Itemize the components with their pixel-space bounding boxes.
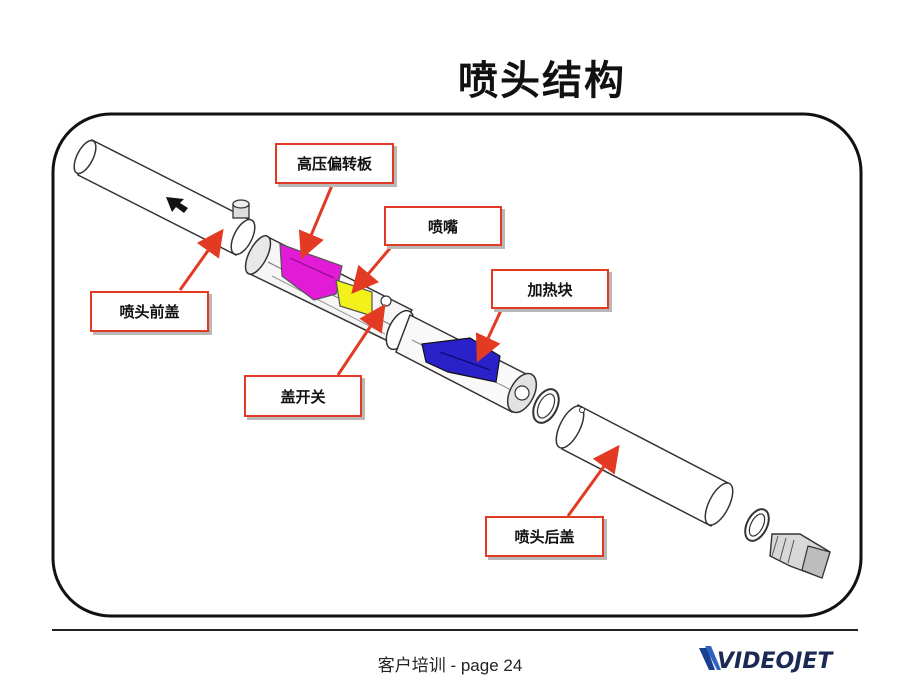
footer-text: 客户培训 - page 24 xyxy=(377,656,523,675)
conduit-fitting xyxy=(769,533,831,579)
arrow-cover-switch xyxy=(336,303,386,376)
arrow-heater xyxy=(475,305,505,363)
label-deflector-plate: 高压偏转板 xyxy=(275,143,394,184)
arrow-nozzle xyxy=(351,239,399,295)
cover-knob xyxy=(232,199,250,219)
videojet-logo: VIDEOJET xyxy=(699,646,834,674)
seal-ring xyxy=(532,388,560,424)
arrow-front-cover xyxy=(178,228,224,291)
front-cover-tube xyxy=(73,138,256,257)
deflector-plate xyxy=(279,243,343,301)
arrow-rear-cover xyxy=(566,444,620,517)
label-nozzle: 喷嘴 xyxy=(384,206,502,246)
diagram-frame xyxy=(51,112,863,618)
logo-text: VIDEOJET xyxy=(717,649,834,674)
slide-title: 喷头结构 xyxy=(458,58,626,104)
label-rear-cover: 喷头后盖 xyxy=(485,516,604,557)
rear-seal-ring xyxy=(744,508,770,542)
direction-arrow xyxy=(166,197,188,213)
label-cover-switch: 盖开关 xyxy=(244,375,362,417)
rear-cover-tube xyxy=(555,403,734,528)
arrow-deflector xyxy=(298,182,335,260)
footer-divider xyxy=(52,629,858,631)
label-heater-block: 加热块 xyxy=(491,269,609,309)
logo-swoosh-icon xyxy=(699,646,721,670)
label-front-cover: 喷头前盖 xyxy=(90,291,209,332)
